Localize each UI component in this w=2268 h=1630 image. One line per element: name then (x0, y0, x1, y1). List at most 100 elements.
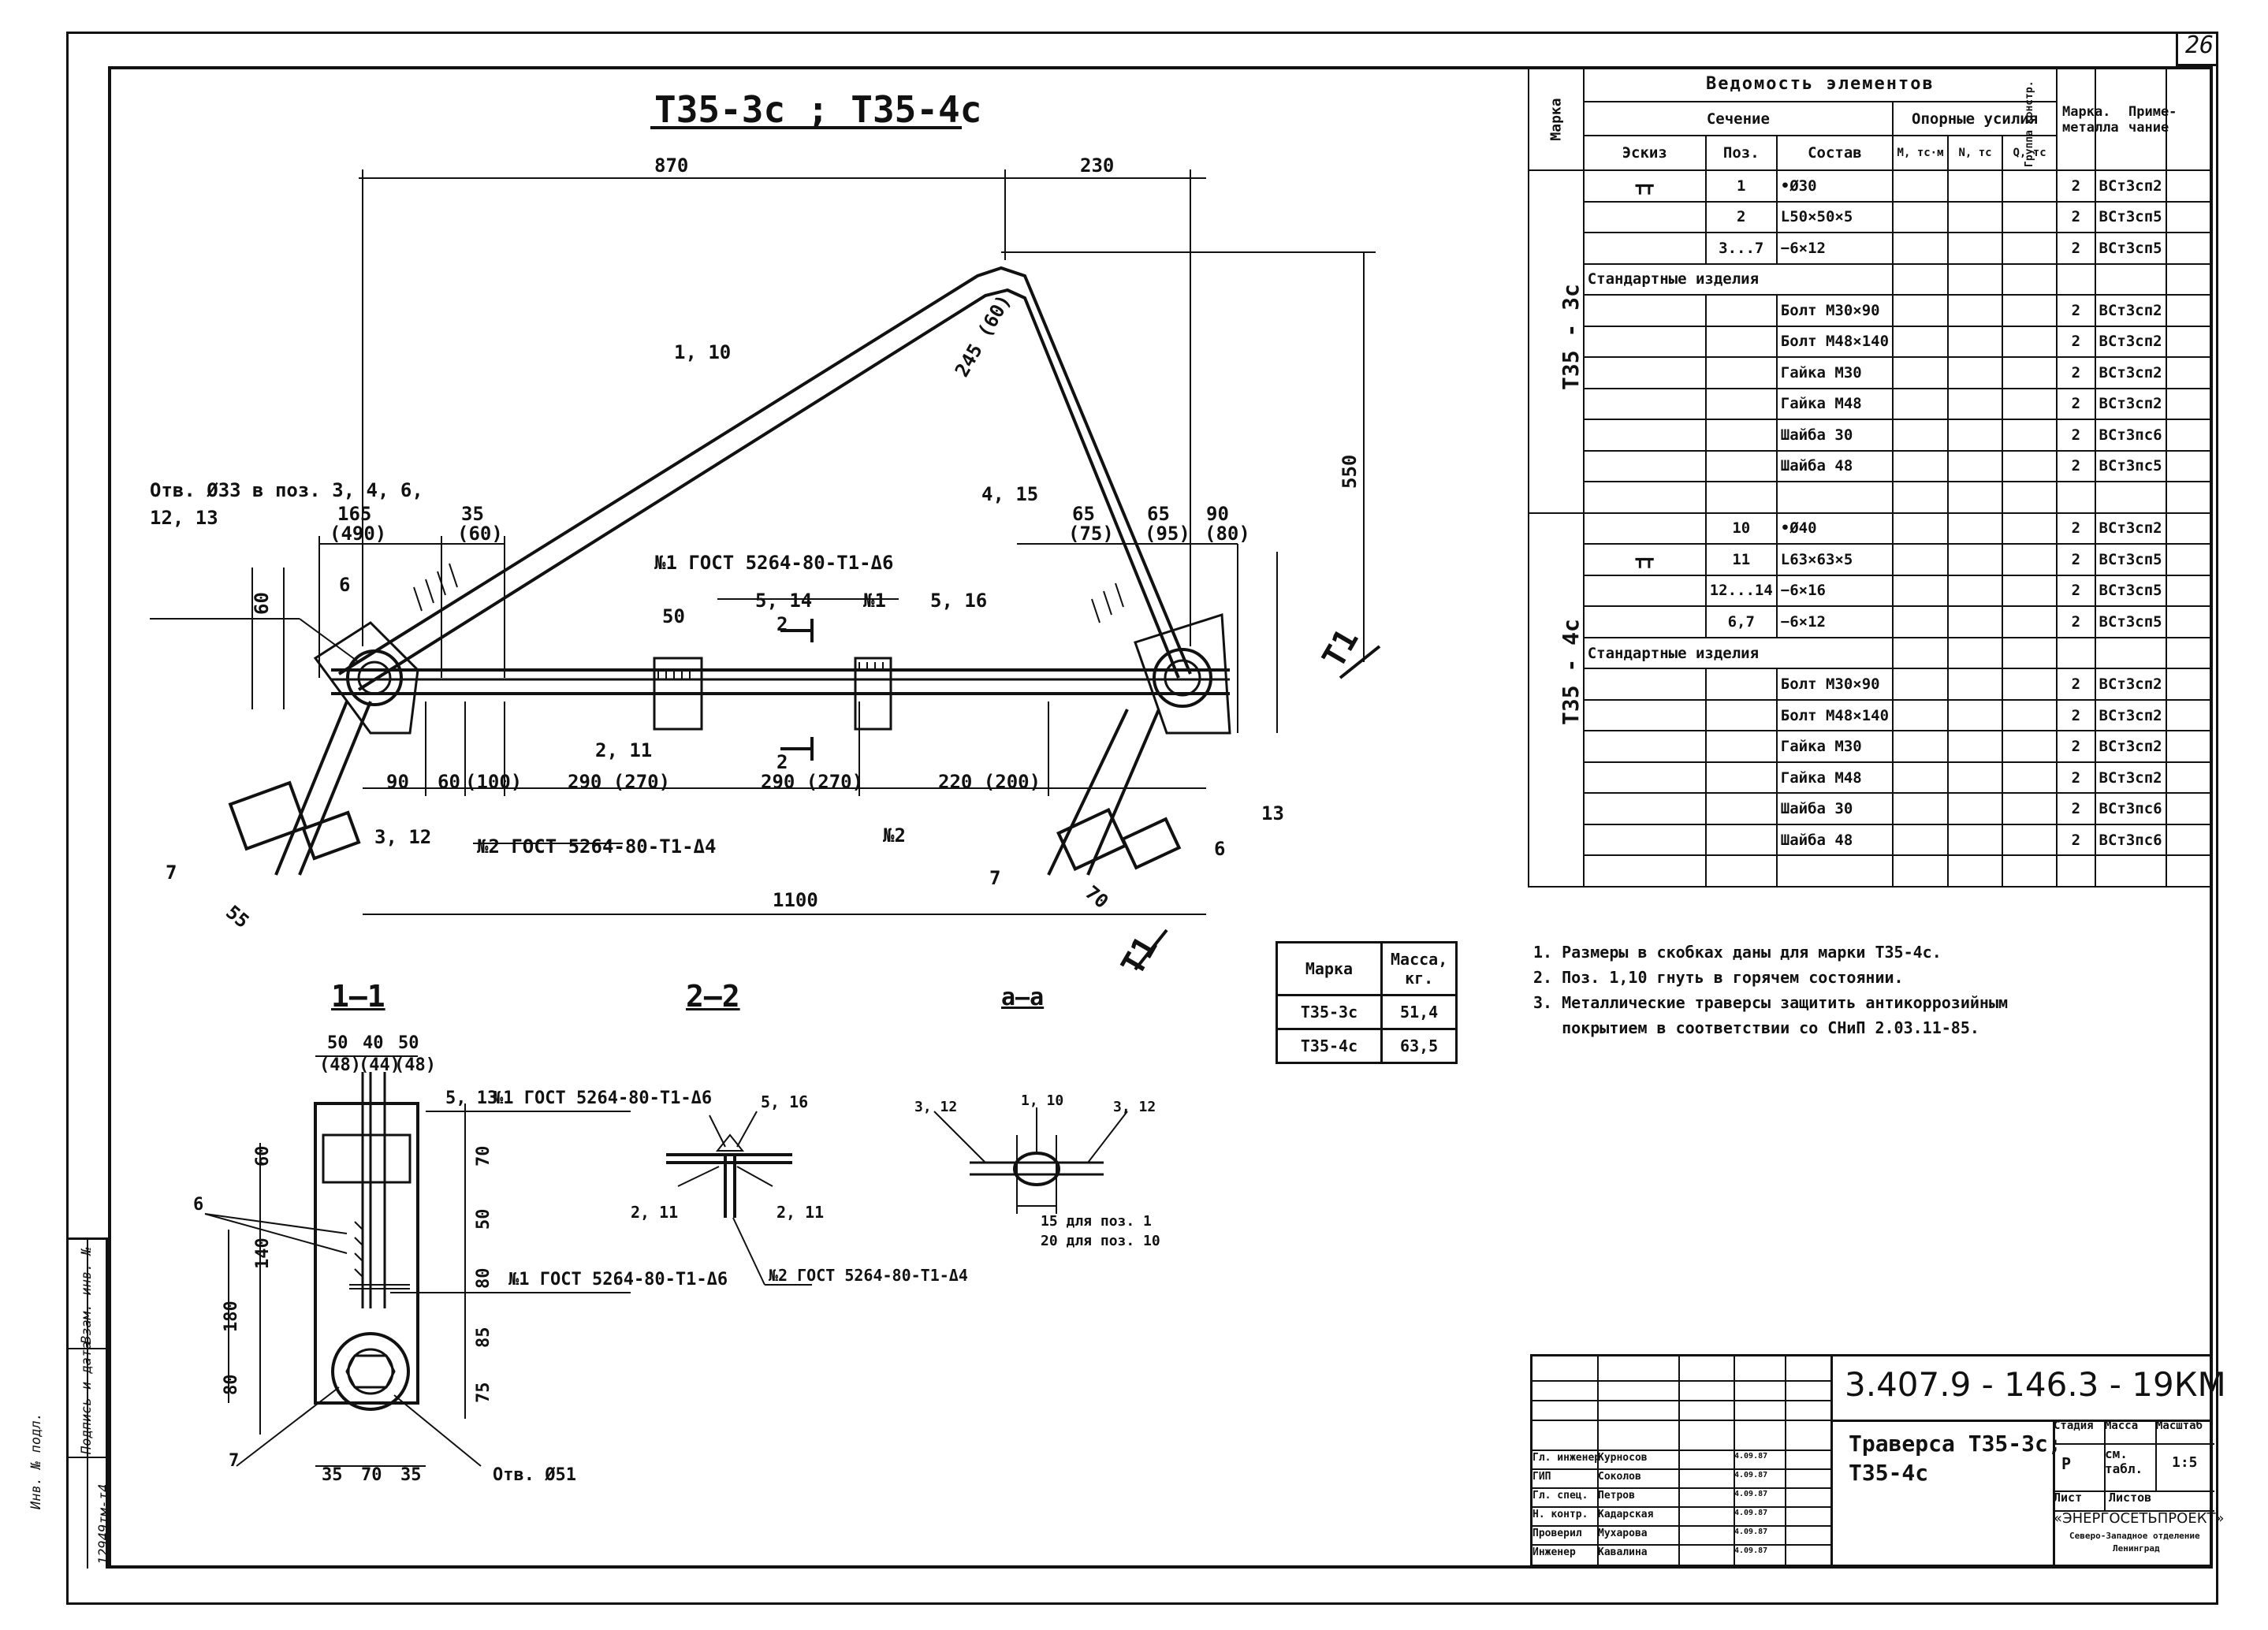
ved-cell-poz (1704, 325, 1778, 359)
ved-cell-poz (1704, 419, 1778, 452)
note-1: 1. Размеры в скобках даны для марки Т35-… (1533, 943, 1942, 962)
drawing-title: Т35-3с ; Т35-4с (654, 88, 981, 131)
tb-role-date: 4.09.87 (1734, 1528, 1768, 1536)
ved-cell-sostav (1775, 481, 1894, 514)
ved-cell-m (1892, 481, 1950, 514)
weld-2: №2 ГОСТ 5264-80-Т1-Δ4 (476, 835, 716, 858)
label-brace: 1, 10 (674, 341, 731, 363)
ved-cell-gruppa: 2 (2056, 698, 2096, 732)
saa-label-3-12a: 3, 12 (914, 1099, 957, 1115)
dim-35: 35 (461, 503, 484, 525)
ved-cell-m (1892, 792, 1950, 825)
ved-cell-m (1892, 636, 1950, 670)
mass-row-massa: 63,5 (1380, 1028, 1458, 1064)
tb-role-role: Проверил (1532, 1528, 1582, 1539)
dim-550: 550 (1339, 455, 1361, 489)
ved-cell-eskiz (1582, 823, 1707, 857)
ved-cell-metal: ВСт3сп2 (2094, 698, 2167, 732)
ved-cell-metal: ВСт3пс6 (2094, 419, 2167, 452)
ved-cell-m (1892, 356, 1950, 389)
ved-cell-metal: ВСт3сп2 (2094, 387, 2167, 421)
note-2: 2. Поз. 1,10 гнуть в горячем состоянии. (1533, 968, 1904, 987)
ved-cell-gruppa: 2 (2056, 730, 2096, 763)
ved-cell-gruppa: 2 (2056, 325, 2096, 359)
ved-cell-sostav: Болт М30×90 (1775, 668, 1894, 701)
ved-cell-gruppa: 2 (2056, 232, 2096, 265)
note-4: покрытием в соответствии со СНиП 2.03.11… (1533, 1018, 1979, 1037)
ved-cell-prim (2165, 792, 2213, 825)
ved-cell-poz (1704, 668, 1778, 701)
tb-role-date: 4.09.87 (1734, 1509, 1768, 1517)
ved-cell-poz: 12...14 (1704, 574, 1778, 608)
dim-165: 165 (337, 503, 371, 525)
ved-cell-q (2002, 792, 2058, 825)
ved-cell-gruppa: 2 (2056, 605, 2096, 638)
ved-cell-metal: ВСт3сп5 (2094, 200, 2167, 234)
ved-cell-m (1892, 449, 1950, 483)
ved-cell-q (2002, 605, 2058, 638)
section-1-1-drawing: 50 40 50 (48) (44) (48) 5, 13 №1 ГОСТ 52… (193, 1033, 728, 1485)
ved-cell-sostav: −6×16 (1775, 574, 1894, 608)
ved-cell-eskiz (1582, 419, 1707, 452)
tb-role-name: Курносов (1598, 1452, 1648, 1464)
ved-cell-prim (2165, 668, 2213, 701)
ved-cell-q (2002, 356, 2058, 389)
ved-col-eskiz: Эскиз (1582, 135, 1707, 172)
s11-d50a: 50 (327, 1033, 348, 1053)
ved-cell-eskiz (1582, 730, 1707, 763)
ved-cell-n (1947, 854, 2004, 888)
s11-weld-side: №1 ГОСТ 5264-80-Т1-Δ6 (508, 1270, 728, 1289)
ved-cell-q (2002, 823, 2058, 857)
ved-cell-metal: ВСт3сп2 (2094, 325, 2167, 359)
label-3-12: 3, 12 (374, 826, 431, 848)
section-2-2-drawing: 5, 16 2, 11 2, 11 №2 ГОСТ 5264-80-Т1-Δ4 (631, 1092, 968, 1286)
saa-note-2: 20 для поз. 10 (1041, 1233, 1160, 1249)
label-6-left: 6 (339, 574, 350, 596)
ved-cell-gruppa: 2 (2056, 169, 2096, 203)
ved-cell-poz: 10 (1704, 512, 1778, 545)
ved-cell-eskiz: ┳┳ (1582, 543, 1707, 576)
mass-row-marka: Т35-3с (1276, 994, 1383, 1030)
hole-note-1: Отв. Ø33 в поз. 3, 4, 6, (150, 479, 423, 501)
ved-cell-poz (1704, 294, 1778, 327)
dim-60b: 60 (251, 592, 273, 615)
ved-col-sostav: Состав (1775, 135, 1894, 172)
tb-list: Лист (2054, 1490, 2083, 1505)
ved-cell-q (2002, 169, 2058, 203)
ved-cell-poz (1704, 387, 1778, 421)
ved-row: Стандартные изделия (1529, 262, 2213, 296)
ved-cell-n (1947, 761, 2004, 795)
ved-cell-gruppa: 2 (2056, 419, 2096, 452)
mass-row-massa: 51,4 (1380, 994, 1458, 1030)
ved-group1-mark: Т35 - 3с (1558, 284, 1584, 390)
ved-cell-eskiz (1582, 325, 1707, 359)
ved-cell-prim (2165, 294, 2213, 327)
ved-cell-poz (1704, 854, 1778, 888)
label-7-left: 7 (166, 862, 177, 884)
ved-cell-prim (2165, 636, 2213, 670)
s11-d85: 85 (474, 1327, 493, 1349)
mass-table: Марка Масса, кг. Т35-3с 51,4 Т35-4с 63,5 (1276, 941, 1458, 1064)
ved-cell-metal (2094, 262, 2167, 296)
s11-d60: 60 (253, 1146, 273, 1167)
ved-cell-prim (2165, 730, 2213, 763)
ved-cell-eskiz (1582, 449, 1707, 483)
ved-col-n: N, тс (1947, 135, 2004, 172)
tb-listov: Листов (2109, 1490, 2152, 1505)
ved-cell-n (1947, 605, 2004, 638)
mass-col-marka: Марка (1276, 941, 1383, 996)
ved-cell-sostav: Болт М48×140 (1775, 698, 1894, 732)
ved-cell-sostav: •Ø40 (1775, 512, 1894, 545)
tb-role-role: Гл. спец. (1532, 1490, 1588, 1502)
s11-hole: Отв. Ø51 (493, 1465, 576, 1485)
